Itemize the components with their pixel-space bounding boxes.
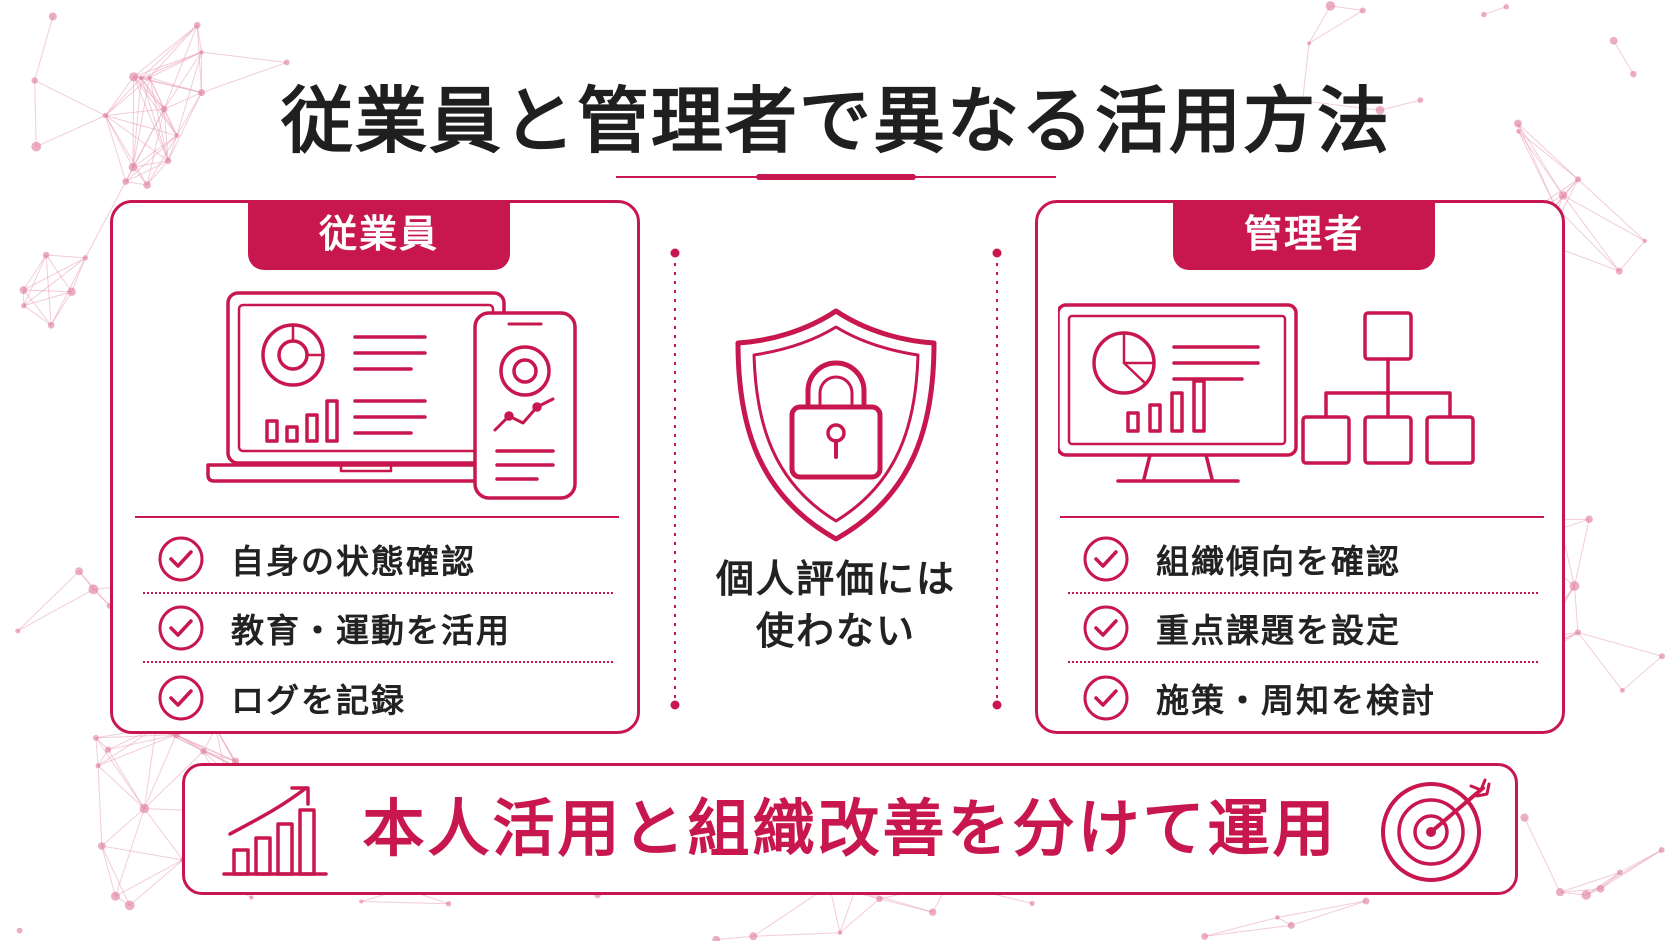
monitor-dashboard-icon (1058, 303, 1298, 483)
manager-divider (1060, 516, 1544, 518)
manager-item-text: 組織傾向を確認 (1156, 541, 1401, 581)
manager-devices-icon (1058, 303, 1475, 483)
check-circle-icon (158, 605, 204, 650)
manager-list-item: 施策・周知を検討 (1068, 663, 1538, 732)
employee-list-item: 自身の状態確認 (143, 525, 613, 594)
employee-checklist: 自身の状態確認 教育・運動を活用 ログを記録 (143, 525, 613, 732)
employee-devices-icon (206, 291, 577, 500)
manager-item-text: 重点課題を設定 (1156, 610, 1401, 650)
org-chart-icon (1301, 311, 1475, 465)
check-circle-icon (158, 675, 204, 720)
banner-message: 本人活用と組織改善を分けて運用 (362, 792, 1338, 865)
check-circle-icon (1083, 675, 1129, 720)
growth-chart-icon (222, 786, 328, 876)
manager-checklist: 組織傾向を確認 重点課題を設定 施策・周知を検討 (1068, 525, 1538, 732)
left-dotted-separator (670, 248, 680, 710)
center-message-line: 個人評価には (715, 557, 956, 601)
employee-item-text: 教育・運動を活用 (231, 610, 511, 650)
employee-label: 従業員 (248, 200, 510, 270)
page-title: 従業員と管理者で異なる活用方法 (280, 79, 1391, 163)
target-arrow-icon (1381, 778, 1491, 882)
manager-item-text: 施策・周知を検討 (1156, 680, 1436, 720)
center-message: 個人評価には 使わない (686, 553, 986, 657)
manager-list-item: 重点課題を設定 (1068, 594, 1538, 663)
manager-panel: 管理者 (1035, 200, 1565, 734)
smartphone-dashboard-icon (473, 311, 577, 500)
check-circle-icon (1083, 605, 1129, 650)
check-circle-icon (158, 536, 204, 581)
employee-item-text: ログを記録 (231, 680, 406, 720)
manager-label: 管理者 (1173, 200, 1435, 270)
shield-lock-icon (735, 308, 937, 542)
right-dotted-separator (992, 248, 1002, 710)
center-message-line: 使わない (755, 609, 916, 653)
employee-divider (135, 516, 619, 518)
employee-list-item: ログを記録 (143, 663, 613, 732)
employee-panel: 従業員 (110, 200, 640, 734)
employee-list-item: 教育・運動を活用 (143, 594, 613, 663)
check-circle-icon (1083, 536, 1129, 581)
employee-item-text: 自身の状態確認 (231, 541, 476, 581)
title-underline-accent (756, 174, 916, 180)
summary-banner: 本人活用と組織改善を分けて運用 (182, 763, 1518, 895)
manager-list-item: 組織傾向を確認 (1068, 525, 1538, 594)
